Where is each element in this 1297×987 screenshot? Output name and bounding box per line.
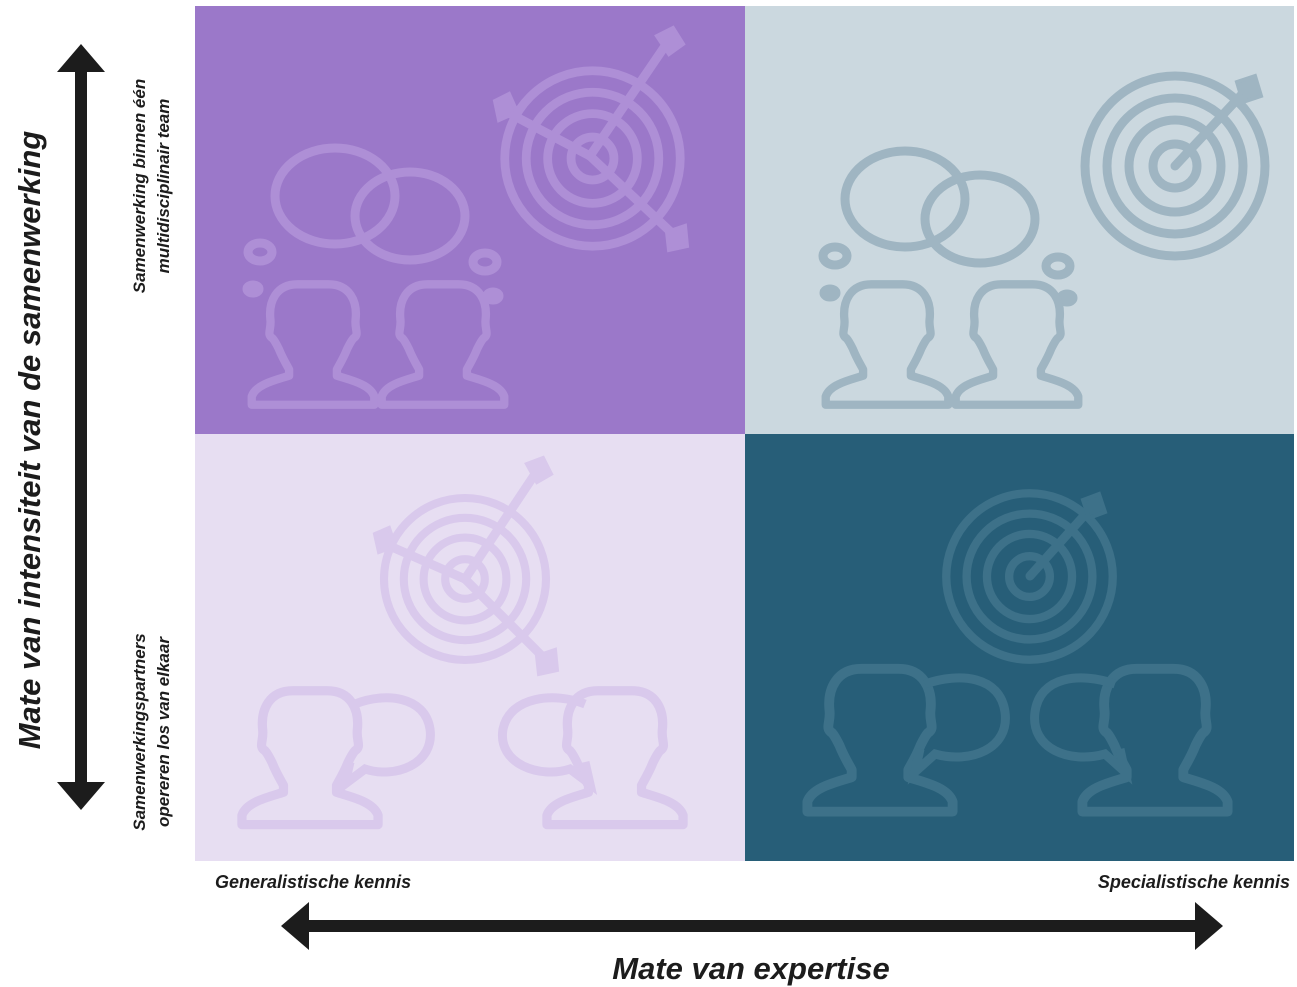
target-with-dart-icon bbox=[946, 493, 1113, 660]
y-label-high-line2: multidisciplinair team bbox=[154, 98, 173, 274]
x-axis-title: Mate van expertise bbox=[612, 951, 890, 986]
y-label-low-intensity: Samenwerkingspartners opereren los van e… bbox=[128, 633, 176, 830]
speech-bubbles-icon bbox=[818, 146, 1078, 307]
collaboration-illustration bbox=[242, 25, 690, 434]
y-label-high-line1: Samenwerking binnen één bbox=[130, 78, 149, 294]
quadrant-bottom-right bbox=[745, 434, 1294, 861]
target-with-darts-icon bbox=[372, 455, 560, 677]
target-with-dart-icon bbox=[1085, 76, 1265, 256]
horizontal-double-arrow bbox=[281, 902, 1223, 950]
x-label-specialist: Specialistische kennis bbox=[1097, 872, 1290, 892]
independent-partners-illustration bbox=[745, 434, 1294, 861]
collaboration-illustration bbox=[818, 6, 1294, 434]
speech-bubbles-icon bbox=[242, 143, 504, 305]
y-axis-title: Mate van intensiteit van de samenwerking bbox=[12, 130, 47, 750]
y-label-low-line2: opereren los van elkaar bbox=[154, 637, 173, 827]
target-with-darts-icon bbox=[492, 25, 690, 253]
vertical-double-arrow bbox=[57, 44, 105, 810]
quadrant-top-left bbox=[195, 6, 745, 434]
quadrant-top-right bbox=[745, 6, 1294, 434]
independent-partners-illustration bbox=[195, 455, 745, 861]
people-icon bbox=[252, 284, 505, 404]
people-with-speech-icon bbox=[242, 691, 683, 825]
quadrant-bottom-left bbox=[195, 434, 745, 861]
people-icon bbox=[826, 284, 1079, 404]
people-with-speech-icon bbox=[807, 669, 1227, 812]
y-label-high-intensity: Samenwerking binnen één multidisciplinai… bbox=[128, 79, 176, 293]
x-label-generalist: Generalistische kennis bbox=[215, 872, 412, 892]
y-label-low-line1: Samenwerkingspartners bbox=[130, 633, 149, 831]
